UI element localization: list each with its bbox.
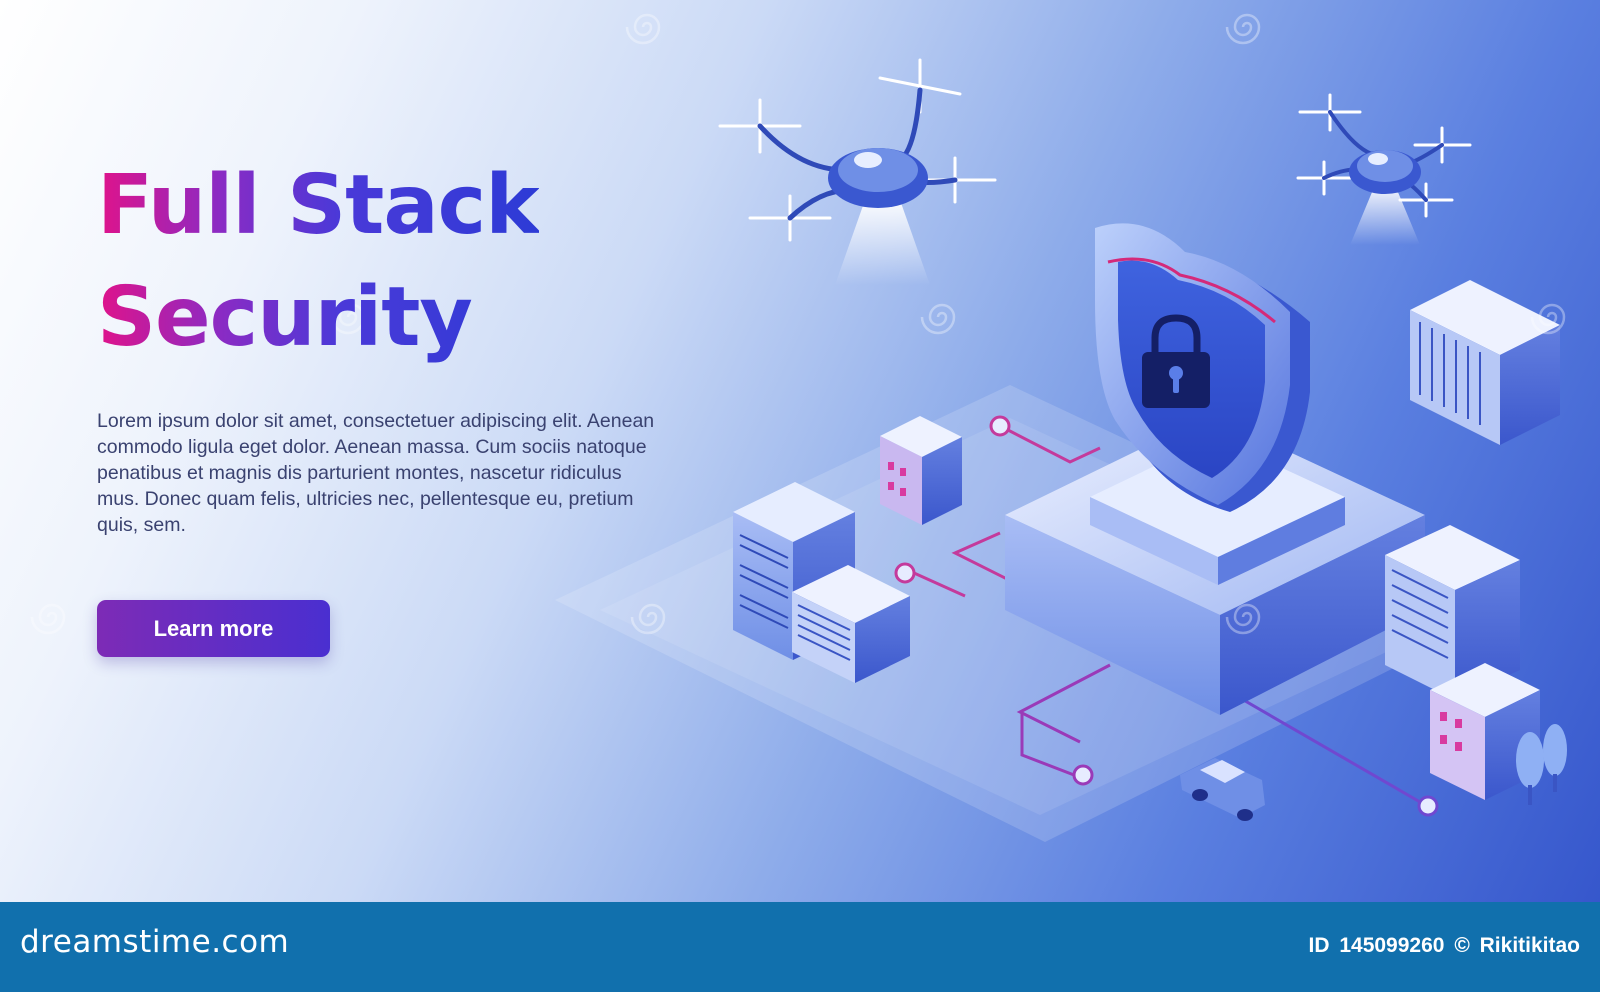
- watermark-logo-icon: [1530, 303, 1566, 335]
- image-credit: ID 145099260 © Rikitikitao: [1305, 934, 1581, 958]
- watermark-logo-icon: [625, 13, 661, 45]
- tree-icon: [1516, 724, 1567, 805]
- office-building-icon: [792, 565, 910, 683]
- learn-more-button[interactable]: Learn more: [97, 600, 330, 657]
- title-line-1: Full Stack: [97, 158, 539, 253]
- author-name: Rikitikitao: [1479, 934, 1580, 957]
- hero-banner: Full Stack Security Lorem ipsum dolor si…: [0, 0, 1600, 902]
- shield-lock-icon: [1095, 223, 1310, 512]
- office-building-icon: [1430, 663, 1540, 800]
- watermark-logo-icon: [630, 603, 666, 635]
- car-icon: [1180, 758, 1265, 821]
- copyright-icon: ©: [1454, 934, 1470, 957]
- drone-icon: [1296, 93, 1472, 245]
- watermark-logo-icon: [1225, 13, 1261, 45]
- office-building-icon: [880, 416, 962, 525]
- security-illustration: [718, 58, 1567, 821]
- id-label: ID: [1308, 934, 1330, 957]
- office-building-icon: [1385, 525, 1520, 700]
- description-text: Lorem ipsum dolor sit amet, consectetuer…: [97, 410, 655, 536]
- watermark-logo-icon: [920, 303, 956, 335]
- brand-logo-text[interactable]: dreamstime.com: [20, 924, 290, 960]
- title-line-2: Security: [97, 270, 472, 365]
- watermark-logo-icon: [330, 303, 366, 335]
- watermark-logo-icon: [30, 603, 66, 635]
- footer-bar: dreamstime.com ID 145099260 © Rikitikita…: [0, 902, 1600, 992]
- page-title: Full Stack Security: [97, 150, 539, 374]
- drone-icon: [718, 58, 997, 285]
- office-building-icon: [1410, 280, 1560, 445]
- watermark-logo-icon: [1225, 603, 1261, 635]
- image-id: 145099260: [1339, 934, 1445, 957]
